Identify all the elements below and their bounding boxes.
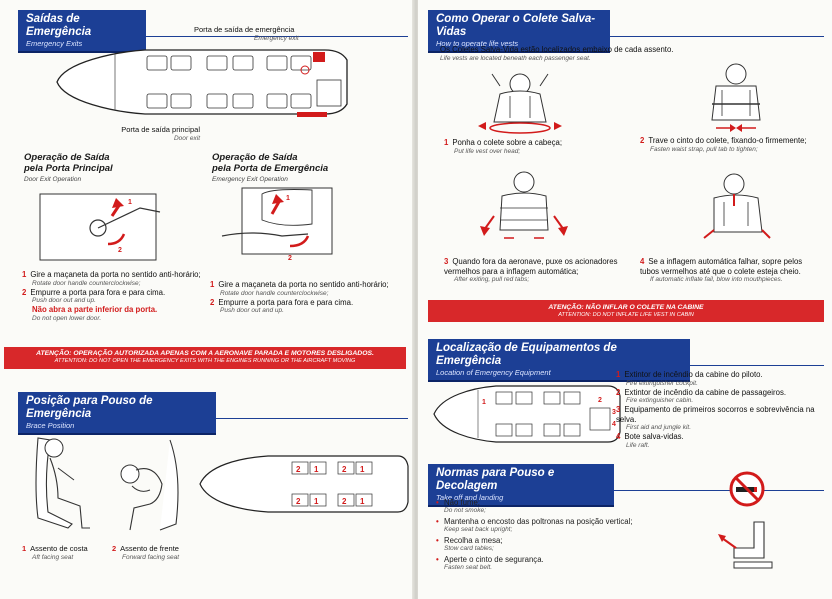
brace-subtitle: Brace Position	[26, 421, 75, 430]
brace-cabin-diagram: 2 1 2 1 2 1 2 1	[199, 455, 409, 513]
emergency-door-op-subtitle: Emergency Exit Operation	[212, 176, 288, 183]
life-vest-subtitle: How to operate life vests	[436, 39, 519, 48]
no-smoking-icon	[729, 471, 765, 507]
divider	[610, 36, 824, 37]
svg-text:1: 1	[314, 497, 319, 506]
svg-text:2: 2	[342, 497, 347, 506]
divider	[146, 36, 408, 37]
page-fold	[412, 0, 420, 599]
svg-text:2: 2	[296, 497, 301, 506]
vest-warning-pt: ATENÇÃO: NÃO INFLAR O COLETE NA CABINE	[548, 304, 704, 311]
vest-step-1-figure	[478, 73, 562, 134]
life-vest-title: Como Operar o Colete Salva-Vidas	[436, 13, 596, 38]
svg-text:3: 3	[612, 409, 616, 416]
svg-text:2: 2	[296, 465, 301, 474]
right-page: Como Operar o Colete Salva-Vidas How to …	[418, 0, 832, 599]
upright-seat-icon	[718, 521, 773, 569]
main-door-label: Porta de saída principal Door exit	[121, 125, 200, 142]
left-page: Saídas de Emergência Emergency Exits Por…	[0, 0, 414, 599]
svg-text:2: 2	[118, 247, 122, 254]
svg-text:1: 1	[128, 199, 132, 206]
brace-forward-seat-figure	[120, 439, 179, 531]
takeoff-title: Normas para Pouso e Decolagem	[436, 467, 555, 492]
main-door-op-subtitle: Door Exit Operation	[24, 176, 82, 183]
main-door-op-title: Operação de Saída pela Porta Principal	[24, 152, 113, 174]
brace-title: Posição para Pouso de Emergência	[26, 395, 153, 420]
emergency-exits-title: Saídas de Emergência	[26, 13, 92, 38]
equipment-title: Localização de Equipamentos de Emergênci…	[436, 342, 617, 367]
svg-text:2: 2	[598, 397, 602, 404]
vest-step-2-figure	[711, 63, 761, 132]
emergency-exits-subtitle: Emergency Exits	[26, 39, 83, 48]
takeoff-rule: Aperte o cinto de segurança.Fasten seat …	[436, 555, 736, 572]
vest-step-4-figure	[703, 173, 771, 239]
takeoff-rule: Recolha a mesa;Stow card tables;	[436, 536, 736, 553]
emergency-exit-label: Porta de saída de emergência Emergency e…	[194, 25, 299, 42]
exit-warning-banner: ATENÇÃO: OPERAÇÃO AUTORIZADA APENAS COM …	[4, 347, 406, 369]
cabin-exit-diagram	[56, 49, 348, 117]
svg-text:1: 1	[360, 497, 365, 506]
life-vest-header: Como Operar o Colete Salva-Vidas How to …	[428, 10, 610, 53]
emergency-exits-header: Saídas de Emergência Emergency Exits	[18, 10, 146, 53]
main-door-note: Não abra a parte inferior da porta.	[32, 305, 158, 314]
takeoff-rule: Não fume;Do not smoke;	[436, 498, 736, 515]
brace-aft-seat-figure	[35, 437, 90, 529]
equipment-cabin-diagram: 1 2 3 4	[433, 385, 621, 443]
svg-text:4: 4	[612, 421, 616, 428]
takeoff-rules: Não fume;Do not smoke; Mantenha o encost…	[436, 498, 736, 574]
divider	[690, 365, 824, 366]
main-door-illustration: 1 2	[39, 193, 161, 261]
svg-text:2: 2	[288, 255, 292, 262]
life-vest-intro: Os Coletes Salva-Vida estão localizados …	[440, 45, 674, 62]
svg-text:1: 1	[314, 465, 319, 474]
svg-text:1: 1	[360, 465, 365, 474]
equipment-header: Localização de Equipamentos de Emergênci…	[428, 339, 690, 382]
svg-text:1: 1	[482, 399, 486, 406]
vest-step-3-figure	[480, 171, 568, 239]
vest-warning-banner: ATENÇÃO: NÃO INFLAR O COLETE NA CABINE A…	[428, 300, 824, 322]
divider	[216, 418, 408, 419]
brace-header: Posição para Pouso de Emergência Brace P…	[18, 392, 216, 435]
svg-text:1: 1	[286, 195, 290, 202]
equipment-subtitle: Location of Emergency Equipment	[436, 368, 551, 377]
emergency-door-op-title: Operação de Saída pela Porta de Emergênc…	[212, 152, 329, 174]
exit-warning-en: ATTENTION: DO NOT OPEN THE EMERGENCY EXI…	[54, 358, 356, 364]
vest-warning-en: ATTENTION: DO NOT INFLATE LIFE VEST IN C…	[558, 312, 694, 318]
emergency-door-illustration: 1 2	[221, 187, 333, 262]
exit-warning-pt: ATENÇÃO: OPERAÇÃO AUTORIZADA APENAS COM …	[36, 350, 374, 357]
svg-text:2: 2	[342, 465, 347, 474]
divider	[614, 490, 824, 491]
takeoff-rule: Mantenha o encosto das poltronas na posi…	[436, 517, 736, 534]
